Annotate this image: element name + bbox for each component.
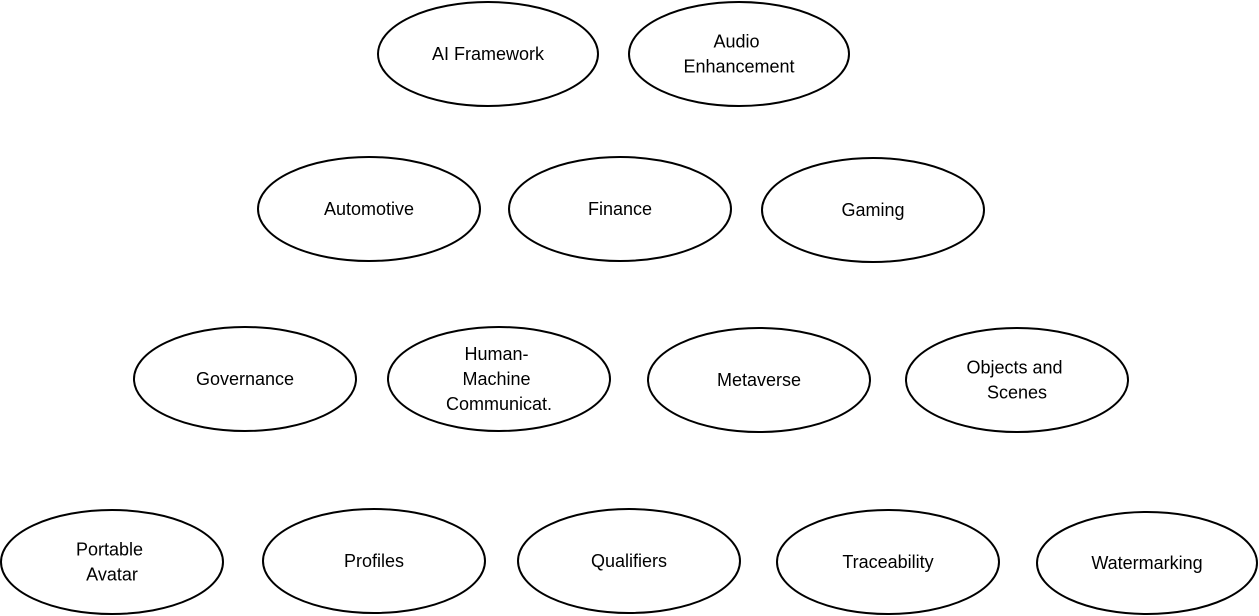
node-qualifiers-line-1: Qualifiers <box>591 551 667 571</box>
node-traceability: Traceability <box>776 509 1000 615</box>
node-qualifiers-ellipse <box>517 508 741 614</box>
node-human-machine-communication-line-2: Machine <box>462 369 530 389</box>
node-portable-avatar-ellipse <box>0 509 224 615</box>
node-human-machine-communication-ellipse <box>387 326 611 432</box>
node-finance-ellipse <box>508 156 732 262</box>
node-human-machine-communication: Human- Machine Communicat. <box>387 326 611 432</box>
node-traceability-line-1: Traceability <box>842 552 933 572</box>
node-audio-enhancement-ellipse <box>628 1 850 107</box>
node-governance: Governance <box>133 326 357 432</box>
node-automotive-ellipse <box>257 156 481 262</box>
node-watermarking-ellipse <box>1036 511 1258 615</box>
node-audio-enhancement-line-1: Audio <box>713 32 759 52</box>
node-profiles-ellipse <box>262 508 486 614</box>
node-governance-label: Governance <box>196 369 294 389</box>
node-gaming-ellipse <box>761 157 985 263</box>
node-objects-and-scenes-label: Objects and Scenes <box>966 358 1067 403</box>
node-portable-avatar: Portable Avatar <box>0 509 224 615</box>
node-automotive-label: Automotive <box>324 199 414 219</box>
node-audio-enhancement-line-2: Enhancement <box>683 57 794 77</box>
node-gaming: Gaming <box>761 157 985 263</box>
node-qualifiers-label: Qualifiers <box>591 551 667 571</box>
node-ai-framework-label: AI Framework <box>432 44 545 64</box>
node-objects-and-scenes-ellipse <box>905 327 1129 433</box>
node-audio-enhancement-label: Audio Enhancement <box>683 32 794 77</box>
node-metaverse: Metaverse <box>647 327 871 433</box>
node-finance-line-1: Finance <box>588 199 652 219</box>
node-metaverse-line-1: Metaverse <box>717 370 801 390</box>
node-objects-and-scenes-line-2: Scenes <box>987 383 1047 403</box>
node-gaming-label: Gaming <box>841 200 904 220</box>
node-finance: Finance <box>508 156 732 262</box>
node-objects-and-scenes-line-1: Objects and <box>966 358 1062 378</box>
node-qualifiers: Qualifiers <box>517 508 741 614</box>
node-traceability-label: Traceability <box>842 552 933 572</box>
node-metaverse-label: Metaverse <box>717 370 801 390</box>
node-audio-enhancement: Audio Enhancement <box>628 1 850 107</box>
node-profiles-label: Profiles <box>344 551 404 571</box>
node-objects-and-scenes: Objects and Scenes <box>905 327 1129 433</box>
node-traceability-ellipse <box>776 509 1000 615</box>
node-portable-avatar-label: Portable Avatar <box>76 540 148 585</box>
node-automotive-line-1: Automotive <box>324 199 414 219</box>
node-watermarking-label: Watermarking <box>1091 553 1202 573</box>
node-human-machine-communication-line-1: Human- <box>464 344 528 364</box>
node-ai-framework-line-1: AI Framework <box>432 44 545 64</box>
node-portable-avatar-line-2: Avatar <box>86 565 138 585</box>
node-profiles-line-1: Profiles <box>344 551 404 571</box>
node-human-machine-communication-label: Human- Machine Communicat. <box>446 344 552 414</box>
node-watermarking-line-1: Watermarking <box>1091 553 1202 573</box>
node-ai-framework-ellipse <box>377 1 599 107</box>
node-profiles: Profiles <box>262 508 486 614</box>
node-metaverse-ellipse <box>647 327 871 433</box>
node-automotive: Automotive <box>257 156 481 262</box>
node-gaming-line-1: Gaming <box>841 200 904 220</box>
node-governance-line-1: Governance <box>196 369 294 389</box>
node-governance-ellipse <box>133 326 357 432</box>
node-ai-framework: AI Framework <box>377 1 599 107</box>
node-human-machine-communication-line-3: Communicat. <box>446 394 552 414</box>
node-portable-avatar-line-1: Portable <box>76 540 143 560</box>
node-finance-label: Finance <box>588 199 652 219</box>
node-watermarking: Watermarking <box>1036 511 1258 615</box>
